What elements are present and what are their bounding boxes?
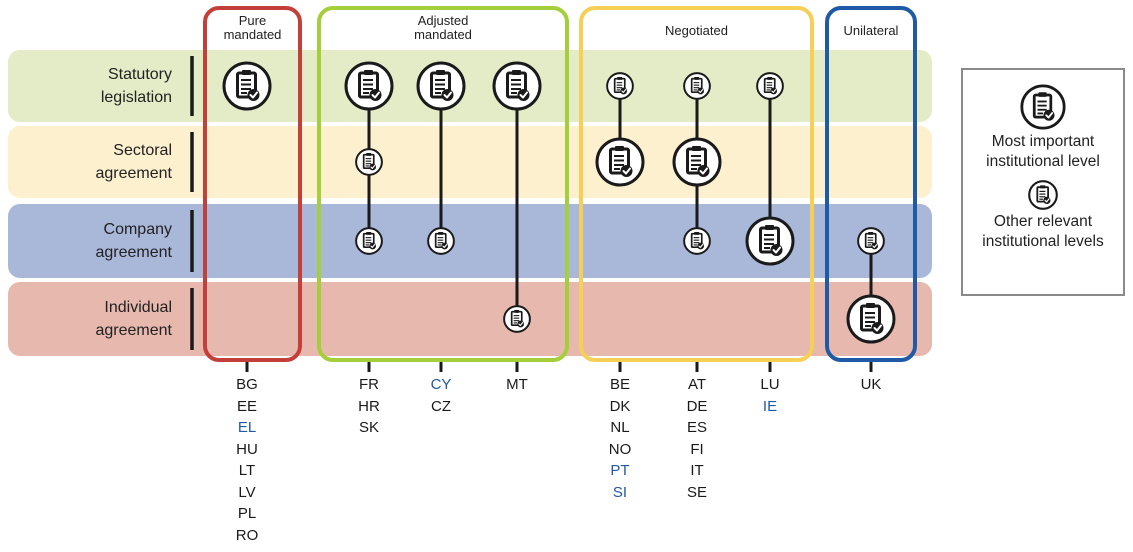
country-code: EL: [237, 419, 257, 436]
clipboard-check-icon: [416, 61, 466, 111]
country-code: MT: [506, 376, 528, 393]
clipboard-check-icon: [1020, 84, 1066, 130]
clipboard-check-icon: [355, 227, 383, 255]
band-individual: [8, 282, 932, 356]
legend: Most important institutional level Other…: [961, 68, 1125, 296]
country-code: PT: [610, 462, 630, 479]
country-code: LV: [238, 483, 256, 501]
clipboard-check-icon: [1028, 180, 1058, 210]
country-list-col-5: AT DE ES FI IT SE: [667, 374, 727, 503]
country-list-col-4: BE DK NL NO PT SI: [590, 374, 650, 503]
country-code: FR: [359, 376, 379, 393]
country-code: CZ: [431, 397, 451, 415]
group-title-unilateral: Unilateral: [843, 23, 899, 38]
clipboard-check-icon: [683, 72, 711, 100]
country-code: NL: [610, 419, 630, 436]
country-code: DE: [686, 397, 708, 415]
clipboard-check-icon: [222, 61, 272, 111]
country-code: BG: [236, 376, 258, 393]
clipboard-check-icon: [756, 72, 784, 100]
country-code: HU: [236, 440, 258, 458]
clipboard-check-icon: [595, 137, 645, 187]
clipboard-check-icon: [503, 305, 531, 333]
most-important-icon: [1020, 84, 1066, 130]
country-code: LT: [238, 462, 256, 479]
clipboard-check-icon: [355, 148, 383, 176]
country-code: IE: [762, 397, 778, 415]
country-list-col-1: FR HR SK: [339, 374, 399, 439]
country-code: CY: [430, 376, 452, 393]
country-code: NO: [608, 440, 632, 458]
country-code: IT: [690, 462, 704, 479]
country-list-col-0: BG EE EL HU LT LV PL RO: [217, 374, 277, 546]
country-list-col-7: UK: [841, 374, 901, 396]
group-box-negotiated: [579, 6, 814, 362]
country-code: ES: [686, 419, 707, 436]
country-code: UK: [860, 376, 882, 393]
country-code: DK: [609, 397, 631, 415]
legend-most-label: Most important institutional level: [986, 133, 1100, 170]
clipboard-check-icon: [683, 227, 711, 255]
country-code: FI: [690, 440, 704, 458]
country-list-col-6: LU IE: [740, 374, 800, 417]
country-code: BE: [609, 376, 630, 393]
clipboard-check-icon: [857, 227, 885, 255]
clipboard-check-icon: [846, 294, 896, 344]
country-code: EE: [236, 397, 257, 415]
group-title-negotiated: Negotiated: [665, 23, 728, 38]
clipboard-check-icon: [492, 61, 542, 111]
country-code: SI: [612, 483, 628, 501]
legend-other-label: Other relevant institutional levels: [982, 213, 1104, 250]
clipboard-check-icon: [672, 137, 722, 187]
clipboard-check-icon: [427, 227, 455, 255]
group-box-adjusted_mandated: [317, 6, 569, 362]
country-code: AT: [687, 376, 707, 393]
clipboard-check-icon: [745, 216, 795, 266]
country-code: SK: [358, 419, 379, 436]
country-list-col-2: CY CZ: [411, 374, 471, 417]
country-code: SE: [686, 483, 707, 501]
band-company: [8, 204, 932, 278]
group-box-unilateral: [825, 6, 917, 362]
country-list-col-3: MT: [487, 374, 547, 396]
other-relevant-icon: [1028, 180, 1058, 210]
clipboard-check-icon: [344, 61, 394, 111]
group-box-pure_mandated: [203, 6, 302, 362]
clipboard-check-icon: [606, 72, 634, 100]
country-code: RO: [235, 526, 259, 544]
country-code: PL: [237, 505, 257, 522]
country-code: LU: [760, 376, 780, 393]
country-code: HR: [358, 397, 380, 415]
